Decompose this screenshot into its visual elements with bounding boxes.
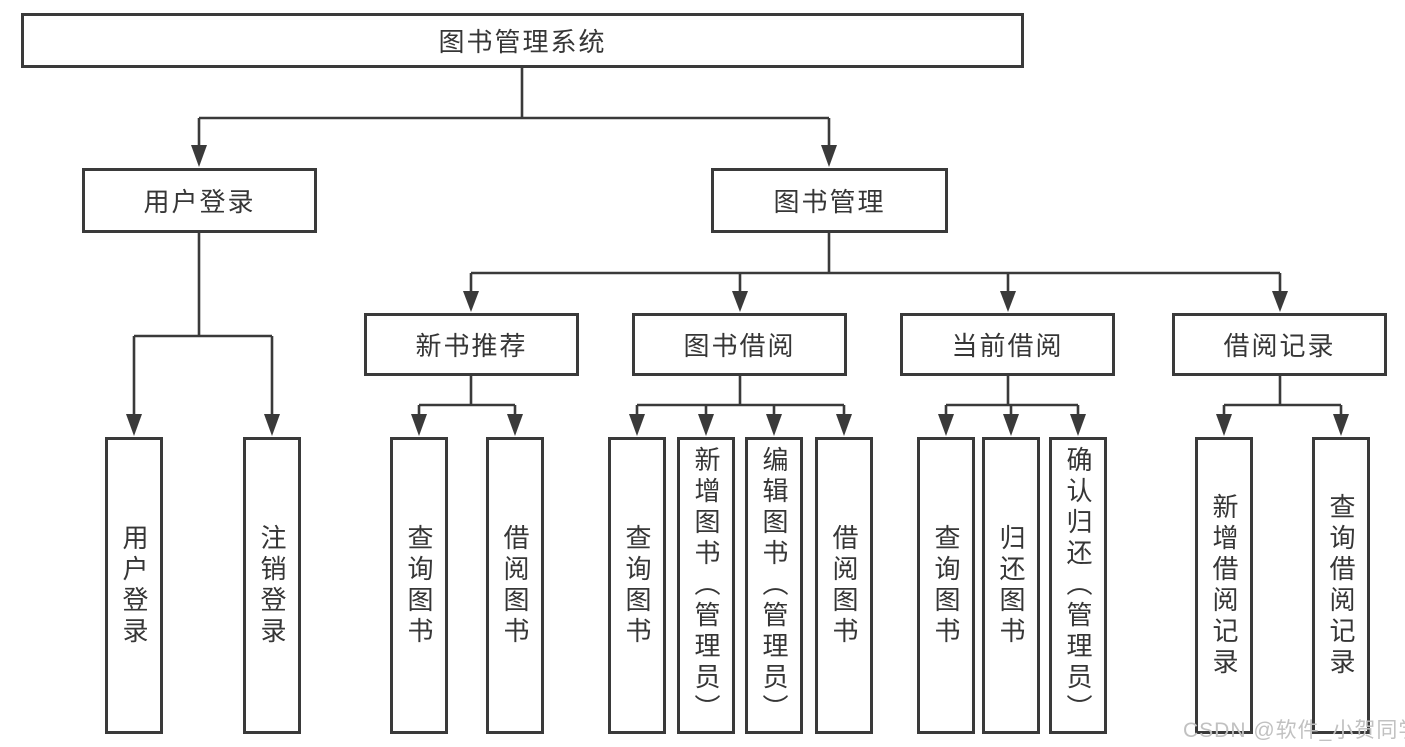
leaf-edit-books-admin: 编辑图书（管理员） [745,437,803,734]
leaf-logout: 注销登录 [243,437,301,734]
node-borrow-records: 借阅记录 [1172,313,1387,376]
leaf-recommend-query-books-label: 查询图书 [404,523,434,648]
leaf-edit-books-admin-label: 编辑图书（管理员） [759,446,789,725]
leaf-query-borrow-record-label: 查询借阅记录 [1326,492,1356,679]
node-new-book-recommend: 新书推荐 [364,313,579,376]
leaf-recommend-query-books: 查询图书 [390,437,448,734]
leaf-add-borrow-record: 新增借阅记录 [1195,437,1253,734]
leaf-current-query-books: 查询图书 [917,437,975,734]
node-book-borrow: 图书借阅 [632,313,847,376]
node-book-management-label: 图书管理 [773,187,886,217]
node-book-borrow-label: 图书借阅 [683,331,796,361]
arrowheads [126,145,1349,436]
leaf-confirm-return-admin-label: 确认归还（管理员） [1063,446,1093,725]
leaf-add-books-admin: 新增图书（管理员） [677,437,735,734]
leaf-confirm-return-admin: 确认归还（管理员） [1049,437,1107,734]
node-user-login: 用户登录 [82,168,317,233]
leaf-recommend-borrow-books-label: 借阅图书 [500,523,530,648]
node-current-borrow: 当前借阅 [900,313,1115,376]
node-borrow-records-label: 借阅记录 [1223,331,1336,361]
leaf-user-login-label: 用户登录 [119,523,149,648]
leaf-borrow-query-books: 查询图书 [608,437,666,734]
node-book-management: 图书管理 [711,168,948,233]
leaf-add-books-admin-label: 新增图书（管理员） [691,446,721,725]
leaf-logout-label: 注销登录 [257,523,287,648]
watermark-text: CSDN @软件_小贺同学 [1183,719,1405,742]
leaf-return-books-label: 归还图书 [996,523,1026,648]
leaf-recommend-borrow-books: 借阅图书 [486,437,544,734]
leaf-add-borrow-record-label: 新增借阅记录 [1209,492,1239,679]
leaf-borrow-books-label: 借阅图书 [829,523,859,648]
leaf-user-login: 用户登录 [105,437,163,734]
node-current-borrow-label: 当前借阅 [951,331,1064,361]
node-root: 图书管理系统 [21,13,1024,68]
node-root-label: 图书管理系统 [438,27,607,57]
node-new-book-recommend-label: 新书推荐 [415,331,528,361]
leaf-borrow-query-books-label: 查询图书 [622,523,652,648]
leaf-return-books: 归还图书 [982,437,1040,734]
leaf-borrow-books: 借阅图书 [815,437,873,734]
leaf-query-borrow-record: 查询借阅记录 [1312,437,1370,734]
node-user-login-label: 用户登录 [143,187,256,217]
leaf-current-query-books-label: 查询图书 [931,523,961,648]
